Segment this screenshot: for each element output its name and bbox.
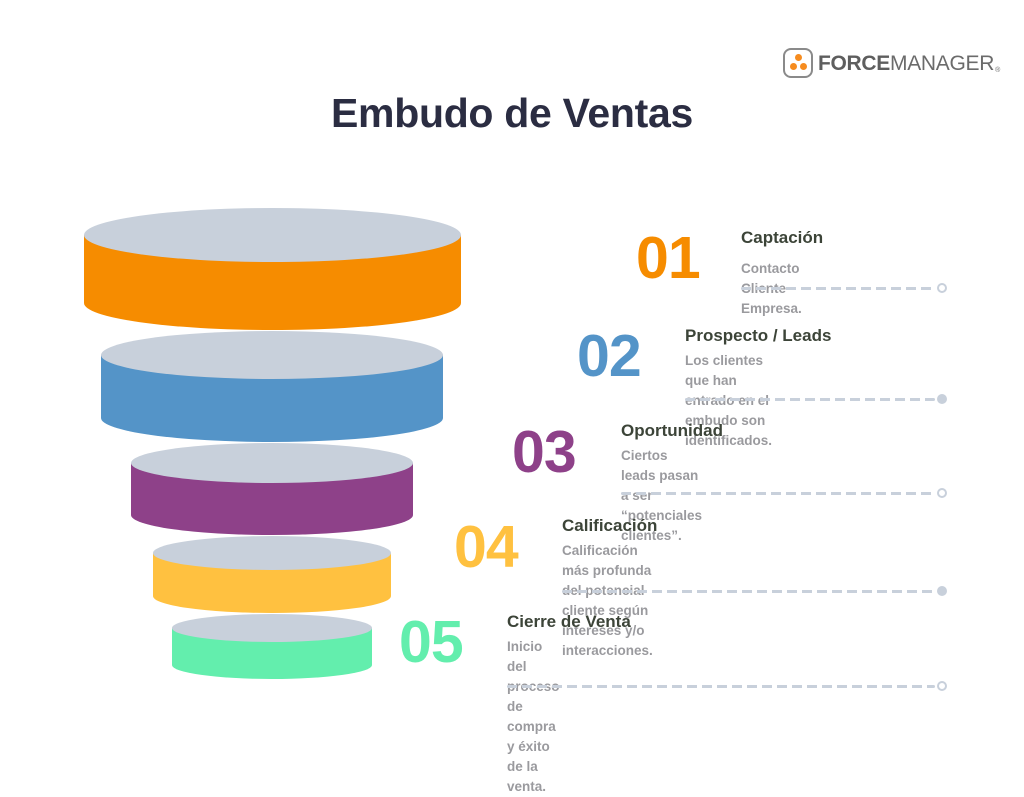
stage-number: 05 [399,609,464,675]
logo-wordmark: FORCEMANAGER® [818,53,1000,74]
sales-funnel [84,208,461,679]
stage-description: Calificación más profunda del potencial … [562,541,653,661]
forcemanager-logo: FORCEMANAGER® [783,46,1000,80]
description-line: venta. [507,779,547,794]
logo-dots-icon [783,48,813,78]
funnel-layer-4 [153,536,391,613]
dashed-rule [685,394,947,404]
filled-circle-icon [937,394,947,404]
logo-text-light: MANAGER [890,51,995,75]
description-line: Calificación más profunda del potencial [562,543,652,598]
dashed-rule [562,586,947,596]
funnel-layer-5 [172,614,372,679]
dashed-rule [741,283,947,293]
description-line: embudo son identificados. [685,413,773,448]
description-line: Inicio del proceso de compra y éxito de … [507,639,560,774]
funnel-layer-2 [101,331,443,442]
registered-mark: ® [995,66,1000,74]
filled-circle-icon [937,586,947,596]
stage-number: 04 [454,514,519,580]
hollow-circle-icon [937,681,947,691]
description-line: clientes”. [621,528,682,543]
stage-number: 01 [636,225,701,291]
stage-title: Oportunidad [621,421,723,440]
stage-title: Calificación [562,516,658,535]
stage-title: Captación [741,228,824,247]
stage-title: Prospecto / Leads [685,326,832,345]
dashed-rule [621,488,947,498]
hollow-circle-icon [937,488,947,498]
stage-number: 03 [512,419,577,485]
stage-title: Cierre de Venta [507,612,631,631]
stage-description: Inicio del proceso de compra y éxito de … [507,637,560,797]
description-line: Ciertos leads pasan a ser “potenciales [621,448,703,523]
stage-number: 02 [577,323,642,389]
funnel-layer-1 [84,208,461,330]
description-line: cliente según intereses y/o interaccione… [562,603,653,658]
page-title: Embudo de Ventas [331,90,693,136]
funnel-layer-3 [131,443,413,535]
stage-description: Los clientes que han entrado en el embud… [685,351,772,451]
stage-description: Ciertos leads pasan a ser “potenciales c… [621,446,702,546]
dashed-rule [507,681,947,691]
logo-text-strong: FORCE [818,51,891,75]
hollow-circle-icon [937,283,947,293]
